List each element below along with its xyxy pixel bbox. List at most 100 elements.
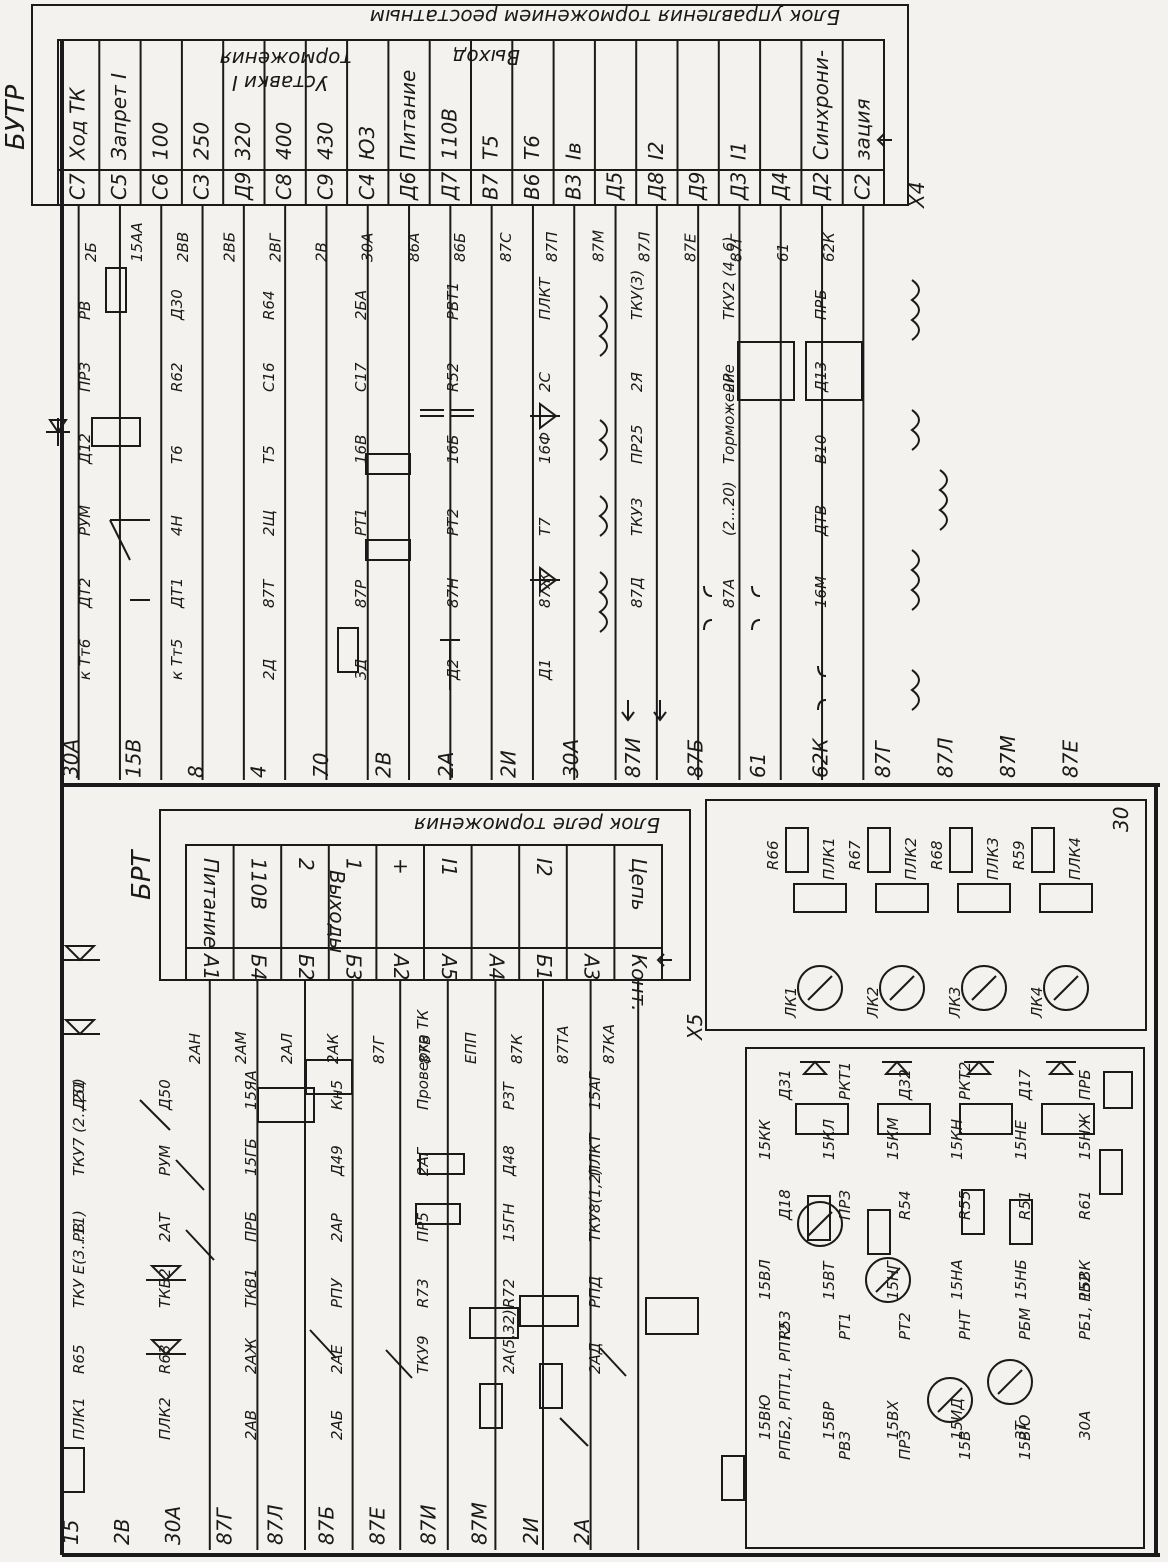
butr-component-label: 87Н xyxy=(444,578,462,608)
brt-connector: Х5 xyxy=(683,1014,707,1041)
butr-pin: С7 xyxy=(66,173,90,200)
brt-component-label: 2АД xyxy=(586,1342,604,1374)
butr-component-label: ТКУ3 xyxy=(628,498,646,537)
brt-component-label: R65 xyxy=(70,1344,88,1374)
butr-col-header: Питание xyxy=(396,70,420,160)
butr-component-label: 87Т xyxy=(260,578,278,608)
brt-pin: Б1 xyxy=(532,954,556,980)
panel-corner-number: 30 xyxy=(1109,807,1133,832)
brt-component-label: Д49 xyxy=(328,1145,346,1177)
brt-wire-label: ЕПП xyxy=(462,1032,480,1064)
panel-component-label: 15ВЮ xyxy=(1016,1414,1034,1460)
butr-pin: Д9 xyxy=(685,172,709,201)
butr-group-vyhod: Выход xyxy=(453,45,520,69)
panel-wire-label: 15ВЮ xyxy=(756,1394,774,1440)
resistor-label: R67 xyxy=(846,840,864,870)
panel-component-label: Д31 xyxy=(776,1069,794,1101)
butr-bottom-label: 62К xyxy=(809,738,833,778)
butr-connector: Х4 xyxy=(905,182,929,209)
panel-component-label: ПРБ xyxy=(1076,1069,1094,1100)
panel-wire-label: 15НЕ xyxy=(1012,1120,1030,1160)
brt-bottom-label: 2В xyxy=(110,1519,134,1545)
butr-pin: Д3 xyxy=(726,172,750,201)
brt-component-label: ПЛК2 xyxy=(156,1397,174,1440)
brt-pin: Б4 xyxy=(246,954,270,980)
butr-pin: Д5 xyxy=(603,172,627,201)
butr-component-label: Д12 xyxy=(76,433,94,465)
brt-col-header: I2 xyxy=(532,858,556,877)
brt-col-header: I1 xyxy=(437,858,461,877)
butr-wire-label: 2ВБ xyxy=(220,232,238,262)
lamp-label: ЛК4 xyxy=(1028,987,1046,1019)
butr-col-header: Ю3 xyxy=(355,126,379,160)
butr-wire-label: 62К xyxy=(820,231,838,262)
butr-component-label: ТКУ2 (4, 6) xyxy=(720,236,738,320)
butr-wire-label: 2ВГ xyxy=(266,232,284,262)
panel-component-label: R61 xyxy=(1076,1190,1094,1220)
butr-component-label: 2Я xyxy=(628,371,646,392)
butr-bottom-label: 2А xyxy=(434,752,458,778)
brt-bottom-label: 15 xyxy=(59,1520,83,1545)
butr-component-label: к Тт5 xyxy=(168,639,186,680)
panel-component-label: РНТ xyxy=(956,1309,974,1340)
brt-wire-label: 87КА xyxy=(600,1024,618,1064)
butr-component-label: В10 xyxy=(812,435,830,464)
contactor-label: ПЛК1 xyxy=(820,837,838,880)
brt-pin: Б2 xyxy=(294,954,318,980)
brt-bottom-label: 87М xyxy=(468,1502,492,1545)
brt-component-label: R63 xyxy=(156,1344,174,1374)
brt-component-label: R73 xyxy=(414,1278,432,1308)
butr-wire-label: 87С xyxy=(497,232,515,262)
brt-component-label: 2АЖ xyxy=(242,1337,260,1374)
brt-component-label: 2АЕ xyxy=(328,1344,346,1374)
brt-component-label: Д48 xyxy=(500,1145,518,1177)
brt-component-label: ПРБ xyxy=(242,1211,260,1242)
butr-component-label: 2Р xyxy=(720,372,738,392)
brt-wire-label: 87В xyxy=(416,1035,434,1064)
butr-component-label: С16 xyxy=(260,362,278,392)
brt-component-label: ПР5 xyxy=(414,1212,432,1242)
butr-col-header: Т6 xyxy=(520,135,544,160)
butr-wire-label: 2В xyxy=(313,242,331,262)
brt-component-label: 2АТ xyxy=(156,1211,174,1242)
butr-wire-label: 15АА xyxy=(128,222,146,262)
panel-wire-label: 15НГ xyxy=(884,1260,902,1300)
brt-pin: Б3 xyxy=(342,954,366,980)
panel-component-label: РТ2 xyxy=(896,1312,914,1340)
butr-wire-label: 87Е xyxy=(682,233,700,262)
butr-pin: С2 xyxy=(850,173,874,200)
brt-pin: А5 xyxy=(437,952,461,980)
butr-component-label: РТ1 xyxy=(352,508,370,536)
brt-col-header: 1 xyxy=(342,858,366,871)
brt-col-header: Цепь xyxy=(627,858,651,911)
butr-wire-label: 87Г xyxy=(728,233,746,262)
brt-bottom-label: 87Г xyxy=(212,1507,236,1545)
brt-component-label: ТКВ1 xyxy=(242,1268,260,1308)
brt-component-label: РЗТ xyxy=(500,1080,518,1110)
resistor-label: R66 xyxy=(764,840,782,870)
brt-wire-label: 87Г xyxy=(370,1035,388,1064)
brt-component-label: 2А(5,32) xyxy=(500,1309,518,1374)
butr-bottom-label: 4 xyxy=(246,765,270,778)
brt-component-label: РПД xyxy=(586,1276,604,1308)
butr-pin: С3 xyxy=(190,173,214,200)
panel-component-label: R53 xyxy=(776,1310,794,1340)
brt-component-label: 15ГН xyxy=(500,1203,518,1242)
butr-pin: В7 xyxy=(479,173,503,200)
panel-wire-label: 15НА xyxy=(948,1259,966,1300)
resistor-label: R68 xyxy=(928,840,946,870)
butr-bottom-label: 87И xyxy=(621,738,645,778)
brt-component-label: ТКУ8(1,2) xyxy=(586,1168,604,1242)
butr-label: БУТР xyxy=(1,84,31,150)
butr-col-header: зация xyxy=(850,98,874,160)
brt-component-label: 2АР xyxy=(328,1212,346,1242)
brt-component-label: ТКУ7 (2...20) xyxy=(70,1078,88,1176)
panel-component-label: РТ1 xyxy=(836,1312,854,1340)
butr-col-header: 100 xyxy=(148,122,172,160)
butr-component-label: ПРБ xyxy=(812,289,830,320)
brt-col-header: 2 xyxy=(294,858,318,871)
butr-component-label: 16В xyxy=(352,435,370,464)
panel-component-label: РБМ xyxy=(1016,1308,1034,1340)
brt-bottom-label: 2А xyxy=(570,1519,594,1545)
